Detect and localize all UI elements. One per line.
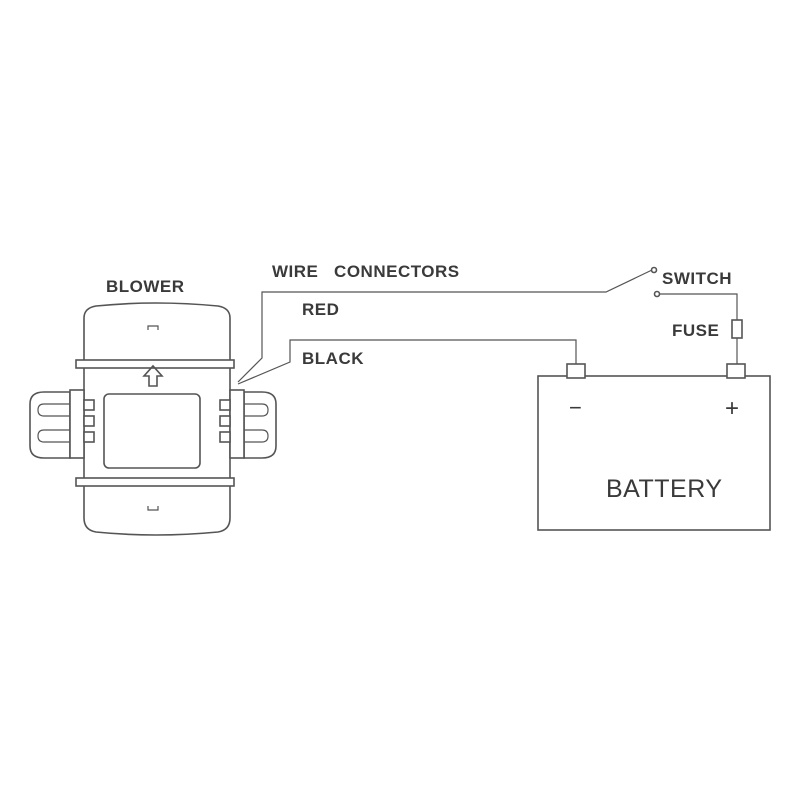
blower-right-terminal-2 <box>219 415 231 427</box>
blower-top-notch <box>147 325 159 330</box>
black-wire-label: BLACK <box>302 349 364 368</box>
battery-body <box>537 375 771 531</box>
red-wire-label: RED <box>302 300 339 319</box>
blower-left-terminal-3 <box>83 431 95 443</box>
blower-left-slot-top <box>37 403 70 417</box>
black-wire <box>237 339 577 385</box>
blower-lower-band <box>75 477 235 487</box>
blower-right-bracket <box>243 391 277 459</box>
blower-left-bracket <box>29 391 71 459</box>
blower-upper-band <box>75 359 235 369</box>
wires <box>237 269 738 385</box>
blower-right-terminal-block <box>229 389 245 459</box>
blower-left-terminal-1 <box>83 399 95 411</box>
switch-contact-lower <box>653 290 661 298</box>
blower-label: BLOWER <box>106 277 185 296</box>
fuse-symbol <box>731 319 743 339</box>
blower-panel <box>103 393 201 469</box>
battery-negative-terminal <box>566 363 586 379</box>
fuse-label: FUSE <box>672 321 719 340</box>
battery-positive-terminal <box>726 363 746 379</box>
blower-right-slot-top <box>244 403 269 417</box>
switch-contact-upper <box>650 266 658 274</box>
blower-right-terminal-3 <box>219 431 231 443</box>
blower-left-terminal-block <box>69 389 85 459</box>
blower-left-terminal-2 <box>83 415 95 427</box>
battery-positive-sign: + <box>725 395 739 422</box>
switch-to-fuse-wire <box>658 293 738 320</box>
switch-label: SWITCH <box>662 269 732 288</box>
blower-right-terminal-1 <box>219 399 231 411</box>
battery-negative-sign: − <box>569 395 582 420</box>
battery-label: BATTERY <box>606 475 723 503</box>
blower-right-slot-bottom <box>244 429 269 443</box>
blower-bottom-notch <box>147 506 159 511</box>
battery <box>537 363 771 531</box>
red-wire <box>237 269 653 383</box>
blower-left-slot-bottom <box>37 429 70 443</box>
blower <box>29 302 277 536</box>
wire-connectors-label: WIRE CONNECTORS <box>272 262 460 281</box>
blower-airflow-arrow-icon <box>142 364 164 387</box>
